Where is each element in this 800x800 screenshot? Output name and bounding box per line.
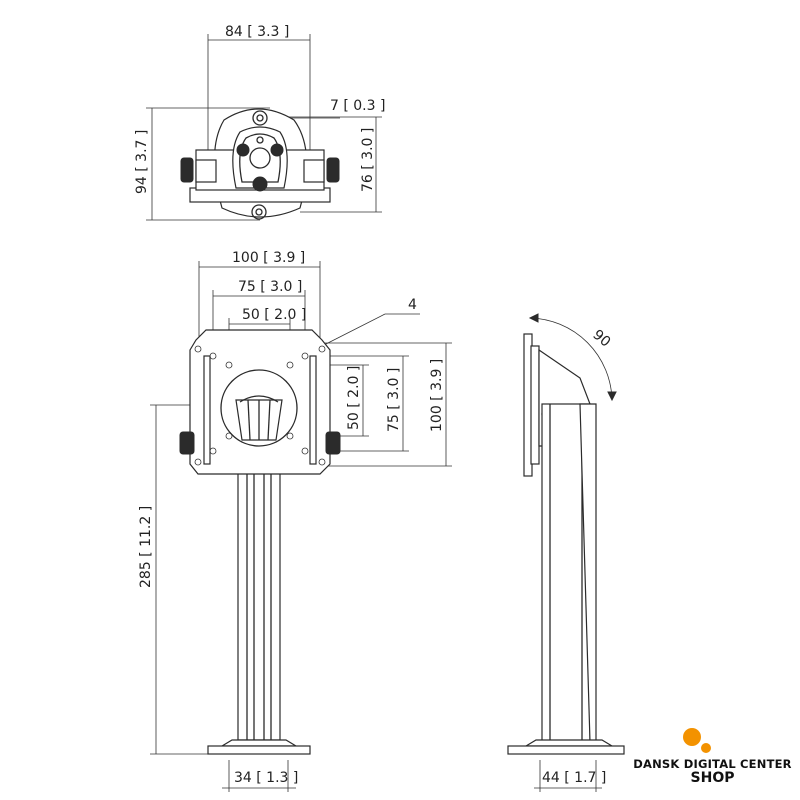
dim-vesa-75-width: 75 [ 3.0 ] (238, 279, 302, 295)
dim-top-inner-height: 76 [ 3.0 ] (360, 128, 376, 192)
dim-vesa-100-height: 100 [ 3.9 ] (429, 359, 445, 432)
dim-top-hole: 7 [ 0.3 ] (330, 98, 385, 114)
dim-tilt-angle: 90 (589, 327, 613, 351)
dim-top-height: 94 [ 3.7 ] (134, 130, 150, 194)
dim-vesa-100-width: 100 [ 3.9 ] (232, 250, 305, 266)
dim-vesa-75-height: 75 [ 3.0 ] (386, 368, 402, 432)
brand-name: DANSK DIGITAL CENTER (633, 757, 792, 771)
top-view: 84 [ 3.3 ] 94 [ 3.7 ] 76 [ 3.0 ] 7 [ 0.3… (134, 24, 385, 221)
side-view: 90 44 [ 1.7 ] (507, 313, 625, 792)
label-hole-count: 4 (408, 297, 417, 313)
front-view: 100 [ 3.9 ] 75 [ 3.0 ] 50 [ 2.0 ] 4 50 [… (138, 250, 452, 792)
dim-vesa-50-width: 50 [ 2.0 ] (242, 307, 306, 323)
brand-dots-icon (683, 728, 711, 753)
brand-logo: DANSK DIGITAL CENTER SHOP (630, 727, 795, 787)
dim-top-width: 84 [ 3.3 ] (225, 24, 289, 40)
dim-vesa-50-height: 50 [ 2.0 ] (346, 366, 362, 430)
dim-pole-height: 285 [ 11.2 ] (138, 506, 154, 588)
dim-base-width-side: 44 [ 1.7 ] (542, 770, 606, 786)
dim-base-width-front: 34 [ 1.3 ] (234, 770, 298, 786)
brand-suffix: SHOP (690, 770, 735, 786)
